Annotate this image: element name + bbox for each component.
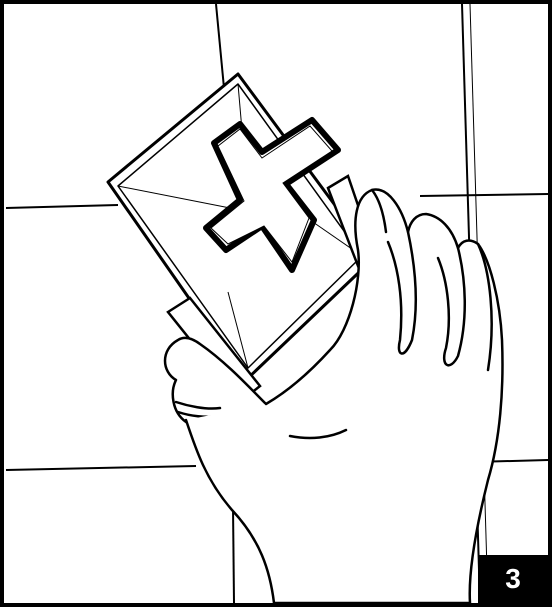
step-number: 3 (505, 563, 521, 595)
step-number-badge: 3 (478, 555, 548, 603)
